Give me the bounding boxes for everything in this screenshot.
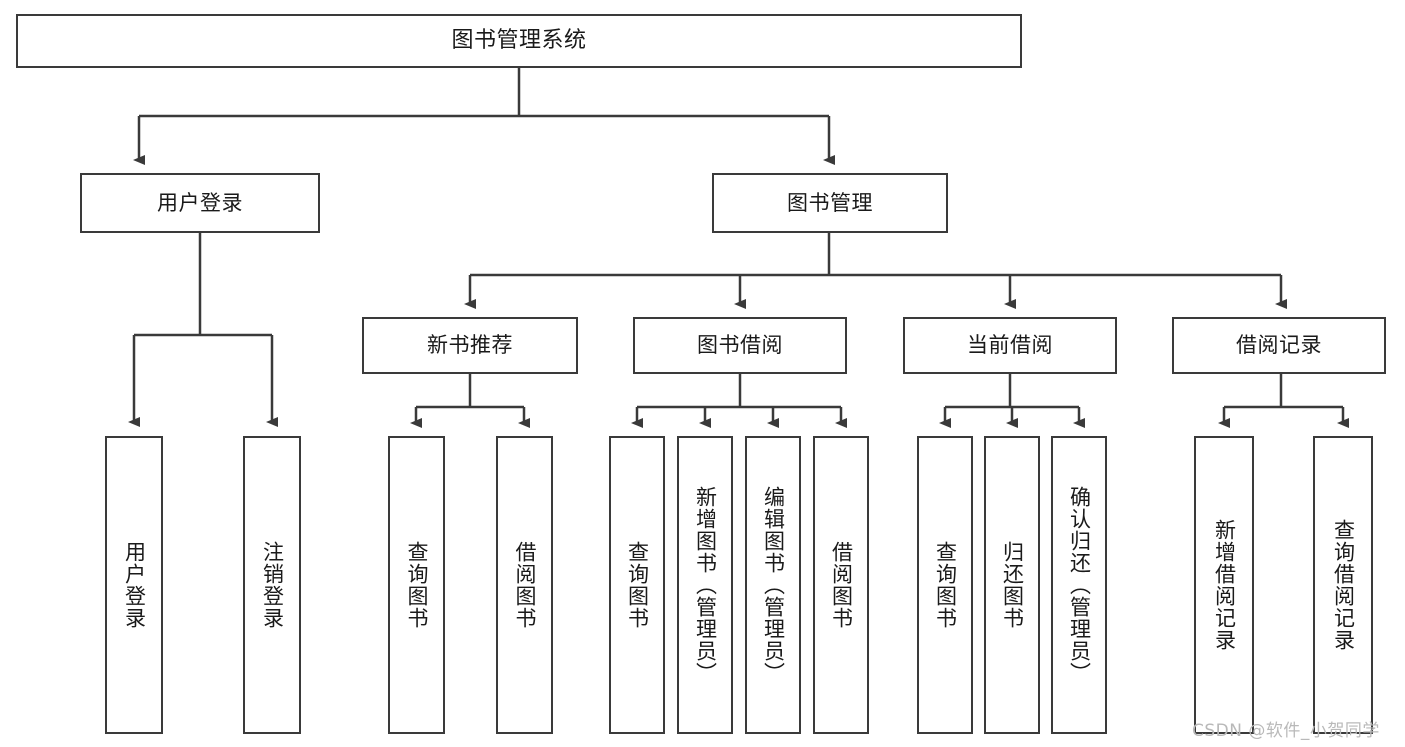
leaf-user-login-logout[interactable]: 注销登录 — [243, 436, 301, 734]
node-current-borrow[interactable]: 当前借阅 — [903, 317, 1117, 374]
node-label: 图书管理 — [787, 190, 873, 215]
node-label: 编辑图书（管理员） — [761, 486, 786, 684]
node-book-management[interactable]: 图书管理 — [712, 173, 948, 233]
node-label: 查询图书 — [933, 541, 958, 629]
node-label: 借阅图书 — [512, 541, 537, 629]
leaf-borrow-add-book-admin[interactable]: 新增图书（管理员） — [677, 436, 733, 734]
leaf-current-return-book[interactable]: 归还图书 — [984, 436, 1040, 734]
node-user-login[interactable]: 用户登录 — [80, 173, 320, 233]
node-label: 新书推荐 — [427, 333, 513, 358]
node-label: 查询图书 — [625, 541, 650, 629]
node-label: 当前借阅 — [967, 333, 1053, 358]
node-label: 查询图书 — [404, 541, 429, 629]
node-root-system[interactable]: 图书管理系统 — [16, 14, 1022, 68]
node-label: 借阅记录 — [1236, 333, 1322, 358]
node-borrow-record[interactable]: 借阅记录 — [1172, 317, 1386, 374]
leaf-current-query-book[interactable]: 查询图书 — [917, 436, 973, 734]
leaf-recommend-query-book[interactable]: 查询图书 — [388, 436, 445, 734]
node-label: 新增图书（管理员） — [693, 486, 718, 684]
leaf-borrow-edit-book-admin[interactable]: 编辑图书（管理员） — [745, 436, 801, 734]
leaf-borrow-borrow-book[interactable]: 借阅图书 — [813, 436, 869, 734]
node-label: 归还图书 — [1000, 541, 1025, 629]
node-label: 用户登录 — [122, 541, 147, 629]
node-new-book-recommend[interactable]: 新书推荐 — [362, 317, 578, 374]
leaf-record-query-record[interactable]: 查询借阅记录 — [1313, 436, 1373, 734]
node-label: 用户登录 — [157, 190, 243, 215]
node-label: 新增借阅记录 — [1212, 519, 1237, 651]
node-label: 查询借阅记录 — [1331, 519, 1356, 651]
node-label: 图书管理系统 — [451, 28, 587, 54]
leaf-record-add-record[interactable]: 新增借阅记录 — [1194, 436, 1254, 734]
node-label: 确认归还（管理员） — [1067, 486, 1092, 684]
node-label: 借阅图书 — [829, 541, 854, 629]
leaf-user-login-login[interactable]: 用户登录 — [105, 436, 163, 734]
node-label: 注销登录 — [260, 541, 285, 629]
node-label: 图书借阅 — [697, 333, 783, 358]
leaf-borrow-query-book[interactable]: 查询图书 — [609, 436, 665, 734]
leaf-current-confirm-return-admin[interactable]: 确认归还（管理员） — [1051, 436, 1107, 734]
node-book-borrow[interactable]: 图书借阅 — [633, 317, 847, 374]
leaf-recommend-borrow-book[interactable]: 借阅图书 — [496, 436, 553, 734]
